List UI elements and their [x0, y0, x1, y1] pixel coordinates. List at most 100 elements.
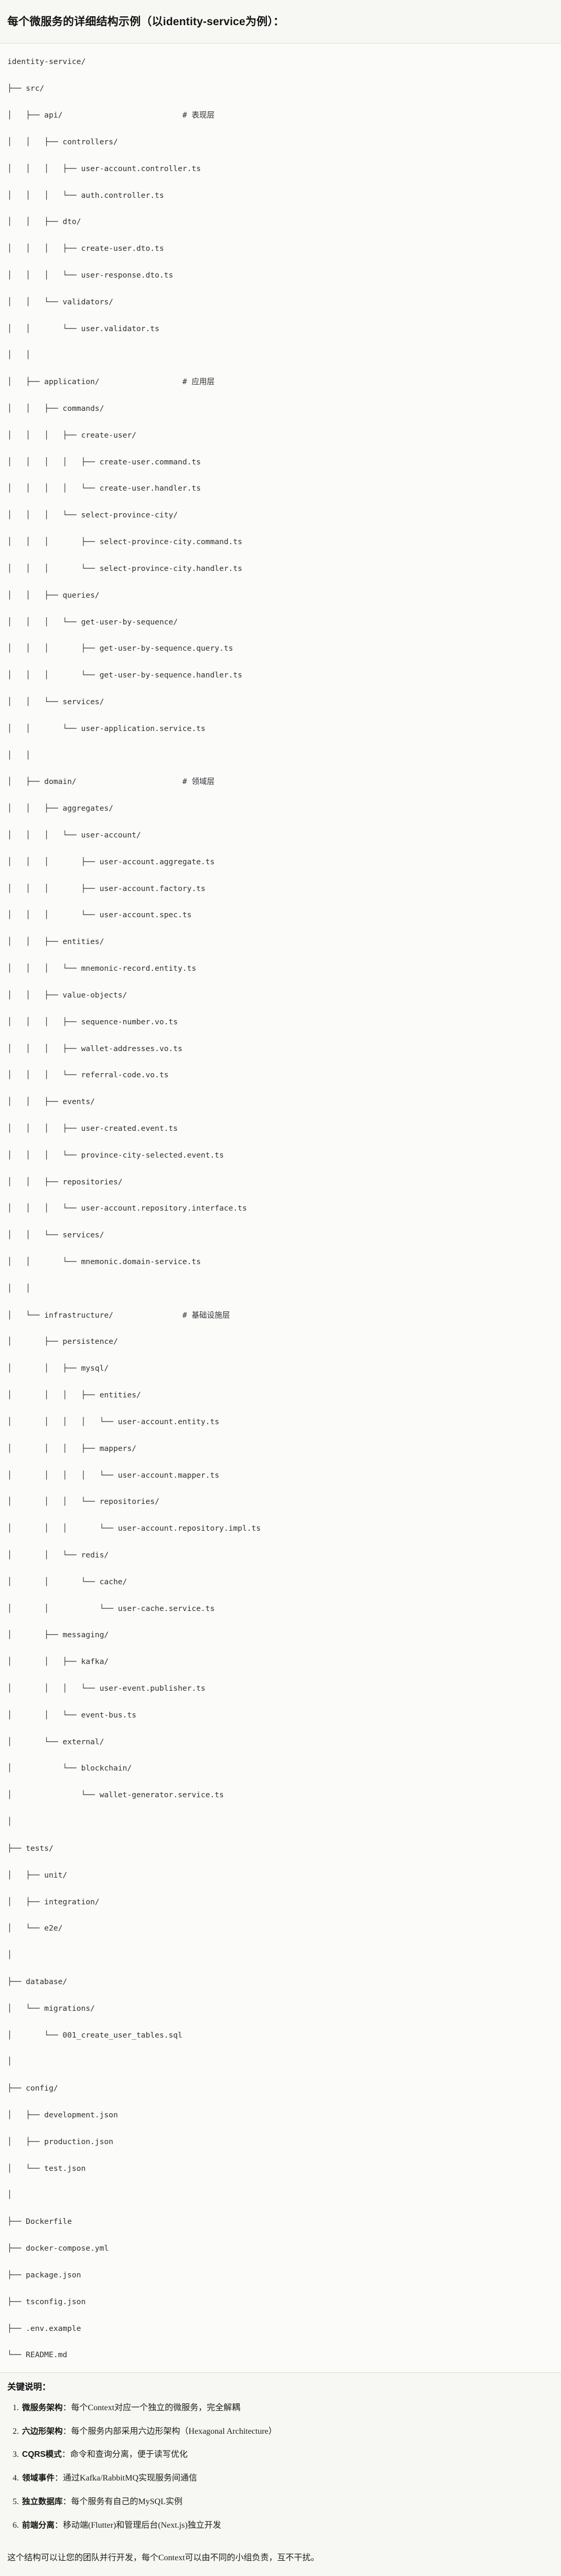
key-point-term: 领域事件 [22, 2474, 55, 2483]
tree-line: │ │ │ └── user-event.publisher.ts [7, 1684, 206, 1693]
tree-line: identity-service/ [7, 57, 86, 67]
tree-line: │ ├── domain/ # 领域层 [7, 777, 215, 787]
key-point-item: 微服务架构：每个Context对应一个独立的微服务，完全解耦 [21, 2402, 554, 2415]
tree-line: │ │ ├── mysql/ [7, 1364, 109, 1373]
tree-line: │ │ └── mnemonic.domain-service.ts [7, 1257, 201, 1267]
key-point-description: 每个服务有自己的MySQL实例 [71, 2497, 182, 2507]
tree-line: │ │ ├── dto/ [7, 217, 81, 227]
tree-line: │ │ │ └── user-account.spec.ts [7, 910, 192, 920]
tree-line: │ ├── integration/ [7, 1897, 100, 1906]
tree-line: │ │ │ │ └── user-account.entity.ts [7, 1417, 220, 1426]
key-point-item: 领域事件：通过Kafka/RabbitMQ实现服务间通信 [21, 2472, 554, 2485]
tree-line: │ │ │ ├── create-user/ [7, 430, 137, 440]
tree-line: │ │ ├── repositories/ [7, 1177, 123, 1186]
tree-line: ├── config/ [7, 2084, 58, 2093]
tree-line: │ │ │ └── get-user-by-sequence.handler.t… [7, 671, 243, 680]
tree-line: ├── src/ [7, 84, 45, 93]
key-point-description: 通过Kafka/RabbitMQ实现服务间通信 [63, 2474, 198, 2483]
tree-line: │ │ └── validators/ [7, 297, 114, 306]
key-points-list: 微服务架构：每个Context对应一个独立的微服务，完全解耦六边形架构：每个服务… [7, 2402, 554, 2532]
key-point-separator: ： [61, 2450, 70, 2460]
key-point-description: 命令和查询分离，便于读写优化 [70, 2450, 188, 2460]
tree-line: │ │ │ └── select-province-city/ [7, 511, 178, 520]
tree-line: │ │ │ │ └── user-account.mapper.ts [7, 1470, 220, 1480]
tree-line: │ │ │ ├── get-user-by-sequence.query.ts [7, 644, 233, 653]
key-point-term: 前端分离 [22, 2520, 55, 2530]
key-point-term: CQRS模式 [22, 2450, 62, 2460]
key-points-heading: 关键说明： [7, 2382, 51, 2392]
tree-line: │ │ ├── aggregates/ [7, 804, 114, 813]
tree-line: │ │ ├── queries/ [7, 590, 100, 600]
key-point-separator: ： [62, 2497, 71, 2507]
key-point-separator: ： [62, 2403, 71, 2412]
tree-line: │ │ │ └── auth.controller.ts [7, 190, 164, 200]
title-divider [0, 43, 561, 44]
key-point-item: 前端分离：移动端(Flutter)和管理后台(Next.js)独立开发 [21, 2519, 554, 2532]
tree-line: ├── Dockerfile [7, 2217, 72, 2227]
key-point-term: 独立数据库 [22, 2497, 63, 2507]
tree-line: ├── tsconfig.json [7, 2297, 86, 2306]
tree-line: │ ├── development.json [7, 2111, 118, 2120]
tree-line: │ │ │ └── user-account/ [7, 831, 141, 840]
tree-line: │ ├── production.json [7, 2137, 114, 2146]
tree-line: │ │ │ ├── wallet-addresses.vo.ts [7, 1044, 182, 1053]
tree-line: │ │ │ │ └── create-user.handler.ts [7, 484, 201, 493]
tree-line: │ [7, 1817, 12, 1827]
directory-tree-block: identity-service/ ├── src/ │ ├── api/ # … [0, 44, 561, 2372]
tree-line: │ │ │ └── user-account.repository.impl.t… [7, 1524, 261, 1533]
key-point-item: 六边形架构：每个服务内部采用六边形架构（Hexagonal Architectu… [21, 2425, 554, 2439]
key-point-item: CQRS模式：命令和查询分离，便于读写优化 [21, 2448, 554, 2462]
key-point-description: 每个Context对应一个独立的微服务，完全解耦 [71, 2403, 241, 2412]
tree-line: │ └── 001_create_user_tables.sql [7, 2030, 182, 2040]
tree-line: │ ├── api/ # 表现层 [7, 111, 215, 120]
tree-line: │ ├── unit/ [7, 1870, 68, 1880]
tree-line: │ │ │ ├── user-account.aggregate.ts [7, 857, 215, 866]
tree-line: │ │ │ └── repositories/ [7, 1497, 159, 1507]
tree-line: │ │ [7, 351, 30, 360]
tree-line: │ │ ├── events/ [7, 1097, 95, 1107]
tree-line: │ │ │ ├── user-account.factory.ts [7, 884, 206, 893]
document-page: 每个微服务的详细结构示例（以identity-service为例）： ident… [0, 7, 561, 2576]
tree-line: │ │ │ └── referral-code.vo.ts [7, 1070, 169, 1080]
tree-line: │ │ │ └── mnemonic-record.entity.ts [7, 964, 197, 973]
tree-line: │ │ └── redis/ [7, 1550, 109, 1560]
tree-line: │ │ │ └── select-province-city.handler.t… [7, 564, 243, 573]
tree-line: └── README.md [7, 2350, 68, 2360]
tree-line: │ └── blockchain/ [7, 1764, 132, 1773]
tree-line: ├── database/ [7, 1977, 68, 1986]
page-title: 每个微服务的详细结构示例（以identity-service为例）： [7, 16, 285, 28]
tree-line: │ └── test.json [7, 2164, 86, 2173]
tree-line: │ │ ├── kafka/ [7, 1657, 109, 1667]
tree-line: │ │ └── cache/ [7, 1577, 127, 1586]
tree-line: │ │ │ ├── select-province-city.command.t… [7, 537, 243, 547]
tree-line: │ │ │ ├── entities/ [7, 1391, 141, 1400]
tree-line: │ │ [7, 750, 30, 760]
tree-line: │ ├── application/ # 应用层 [7, 377, 215, 387]
tree-line: │ ├── messaging/ [7, 1630, 109, 1640]
tree-line: │ │ └── user-cache.service.ts [7, 1604, 215, 1613]
tree-line: │ │ ├── commands/ [7, 404, 104, 414]
key-point-term: 六边形架构 [22, 2426, 63, 2436]
tree-line: │ │ │ ├── create-user.dto.ts [7, 244, 164, 253]
tree-line: │ [7, 1950, 12, 1960]
tree-line: │ │ └── event-bus.ts [7, 1710, 137, 1720]
tree-line: │ │ │ └── province-city-selected.event.t… [7, 1150, 224, 1160]
key-point-separator: ： [62, 2426, 71, 2436]
tree-line: │ │ [7, 1284, 30, 1293]
tree-line: │ └── infrastructure/ # 基础设施层 [7, 1310, 230, 1320]
tree-line: │ │ └── services/ [7, 1231, 104, 1240]
closing-paragraph: 这个结构可以让您的团队并行开发，每个Context可以由不同的小组负责，互不干扰… [7, 2553, 319, 2562]
tree-line: │ │ │ ├── user-account.controller.ts [7, 164, 201, 173]
tree-line: │ │ │ └── get-user-by-sequence/ [7, 617, 178, 627]
tree-line: │ │ │ └── user-response.dto.ts [7, 270, 174, 280]
key-point-description: 移动端(Flutter)和管理后台(Next.js)独立开发 [63, 2520, 221, 2530]
tree-line: │ │ ├── value-objects/ [7, 990, 127, 1000]
tree-line: │ └── migrations/ [7, 2003, 95, 2013]
tree-line: │ [7, 2057, 12, 2066]
tree-line: │ └── external/ [7, 1737, 104, 1746]
tree-line: ├── package.json [7, 2270, 81, 2280]
tree-line: ├── docker-compose.yml [7, 2244, 109, 2253]
key-point-description: 每个服务内部采用六边形架构（Hexagonal Architecture） [71, 2426, 277, 2436]
key-point-term: 微服务架构 [22, 2403, 63, 2412]
key-point-separator: ： [55, 2474, 63, 2483]
